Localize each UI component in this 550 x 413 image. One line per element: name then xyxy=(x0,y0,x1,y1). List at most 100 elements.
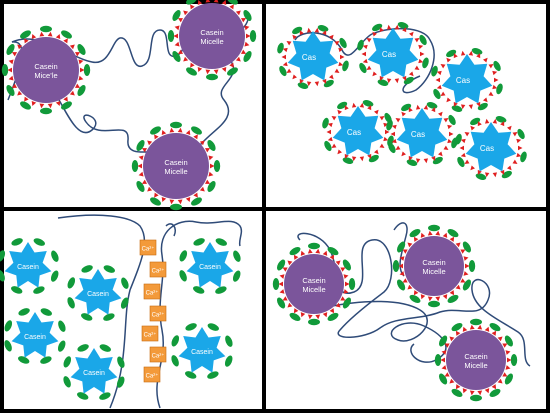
kappa-casein-oval xyxy=(397,22,409,29)
red-triangle xyxy=(327,122,333,128)
micelle-label-line1: Casein xyxy=(302,276,325,285)
red-triangle xyxy=(8,59,14,65)
red-triangle xyxy=(423,158,429,164)
red-triangle xyxy=(447,124,453,130)
kappa-casein-oval xyxy=(67,297,75,309)
red-triangle xyxy=(444,343,450,348)
kappa-casein-oval xyxy=(58,320,66,332)
red-triangle xyxy=(39,103,45,109)
red-triangle xyxy=(299,30,304,36)
casein-star xyxy=(70,348,118,394)
calcium-label: Ca²⁺ xyxy=(146,373,159,380)
kappa-casein-oval xyxy=(61,30,72,39)
kappa-casein-oval xyxy=(77,85,86,96)
red-triangle xyxy=(208,171,214,177)
kappa-casein-oval xyxy=(277,297,286,309)
casein-star xyxy=(332,106,384,156)
calcium-label: Ca²⁺ xyxy=(152,312,165,319)
kappa-casein-oval xyxy=(232,270,241,282)
kappa-casein-oval xyxy=(227,0,238,5)
kappa-casein-oval xyxy=(324,140,332,152)
kappa-casein-oval xyxy=(33,286,45,294)
red-triangle xyxy=(418,58,424,64)
red-triangle xyxy=(199,186,205,192)
calcium-label: Ca²⁺ xyxy=(152,353,165,360)
kappa-casein-oval xyxy=(50,270,59,282)
red-triangle xyxy=(443,118,449,123)
kappa-casein-oval xyxy=(475,173,487,180)
calcium-box xyxy=(149,261,167,278)
calcium-ion: Ca²⁺ xyxy=(139,239,157,256)
kappa-casein-oval xyxy=(501,170,512,179)
kappa-casein-oval xyxy=(120,297,129,309)
kappa-casein-oval xyxy=(63,376,71,388)
kappa-casein-oval xyxy=(439,373,448,385)
kappa-casein-oval xyxy=(462,279,471,291)
red-triangle xyxy=(494,77,499,83)
red-triangle xyxy=(492,70,498,76)
red-triangle xyxy=(351,102,357,108)
red-triangle xyxy=(379,27,384,33)
kappa-casein-oval xyxy=(510,354,518,366)
red-triangle xyxy=(331,143,337,148)
red-triangle xyxy=(334,41,340,46)
kappa-casein-oval xyxy=(468,260,476,272)
red-triangle xyxy=(438,151,443,157)
calcium-box xyxy=(149,305,167,322)
kappa-casein-oval xyxy=(186,0,197,5)
red-triangle xyxy=(329,74,334,80)
strand-bottom-left-3 xyxy=(165,223,177,237)
micelle-label-line2: Micelle xyxy=(464,361,487,370)
red-triangle xyxy=(55,34,61,40)
red-triangle xyxy=(374,109,379,115)
red-triangle xyxy=(306,27,312,33)
kappa-casein-oval xyxy=(401,103,412,112)
kappa-casein-oval xyxy=(233,250,241,262)
red-triangle xyxy=(484,172,490,178)
kappa-casein-oval xyxy=(171,355,179,367)
red-triangle xyxy=(436,84,442,90)
kappa-casein-oval xyxy=(339,37,347,49)
kappa-casein-oval xyxy=(77,44,86,55)
red-triangle xyxy=(477,169,482,175)
red-triangle xyxy=(460,249,466,254)
red-triangle xyxy=(386,78,392,84)
red-triangle xyxy=(74,83,81,88)
red-triangle xyxy=(199,140,205,146)
kappa-casein-oval xyxy=(4,320,13,332)
red-triangle xyxy=(409,71,414,77)
red-triangle xyxy=(453,53,458,59)
red-triangle xyxy=(340,267,346,272)
kappa-casein-oval xyxy=(172,10,181,21)
red-triangle xyxy=(438,111,443,117)
red-triangle xyxy=(286,68,292,73)
kappa-casein-oval xyxy=(422,57,429,69)
red-triangle xyxy=(343,289,349,294)
kappa-casein-oval xyxy=(489,323,501,332)
calcium-label: Ca²⁺ xyxy=(144,332,157,339)
micelle-label-line1: Casein xyxy=(464,352,487,361)
red-triangle xyxy=(169,199,175,205)
red-triangle xyxy=(383,136,389,142)
casein-star xyxy=(178,327,226,373)
kappa-casein-oval xyxy=(77,392,89,400)
red-triangle xyxy=(374,149,379,155)
red-triangle xyxy=(286,41,292,46)
red-triangle xyxy=(507,357,512,363)
kappa-casein-oval xyxy=(446,49,457,58)
red-triangle xyxy=(407,242,413,248)
red-triangle xyxy=(351,156,357,162)
micelle-disk xyxy=(13,37,79,103)
kappa-casein-oval xyxy=(451,388,463,397)
red-triangle xyxy=(329,34,334,40)
red-triangle xyxy=(446,57,451,63)
red-triangle xyxy=(379,143,385,148)
red-triangle xyxy=(169,127,175,133)
kappa-casein-oval xyxy=(489,388,501,397)
red-triangle xyxy=(331,116,337,121)
red-triangle xyxy=(455,330,461,336)
red-triangle xyxy=(401,151,406,157)
red-triangle xyxy=(337,109,342,115)
kappa-casein-oval xyxy=(496,83,503,95)
